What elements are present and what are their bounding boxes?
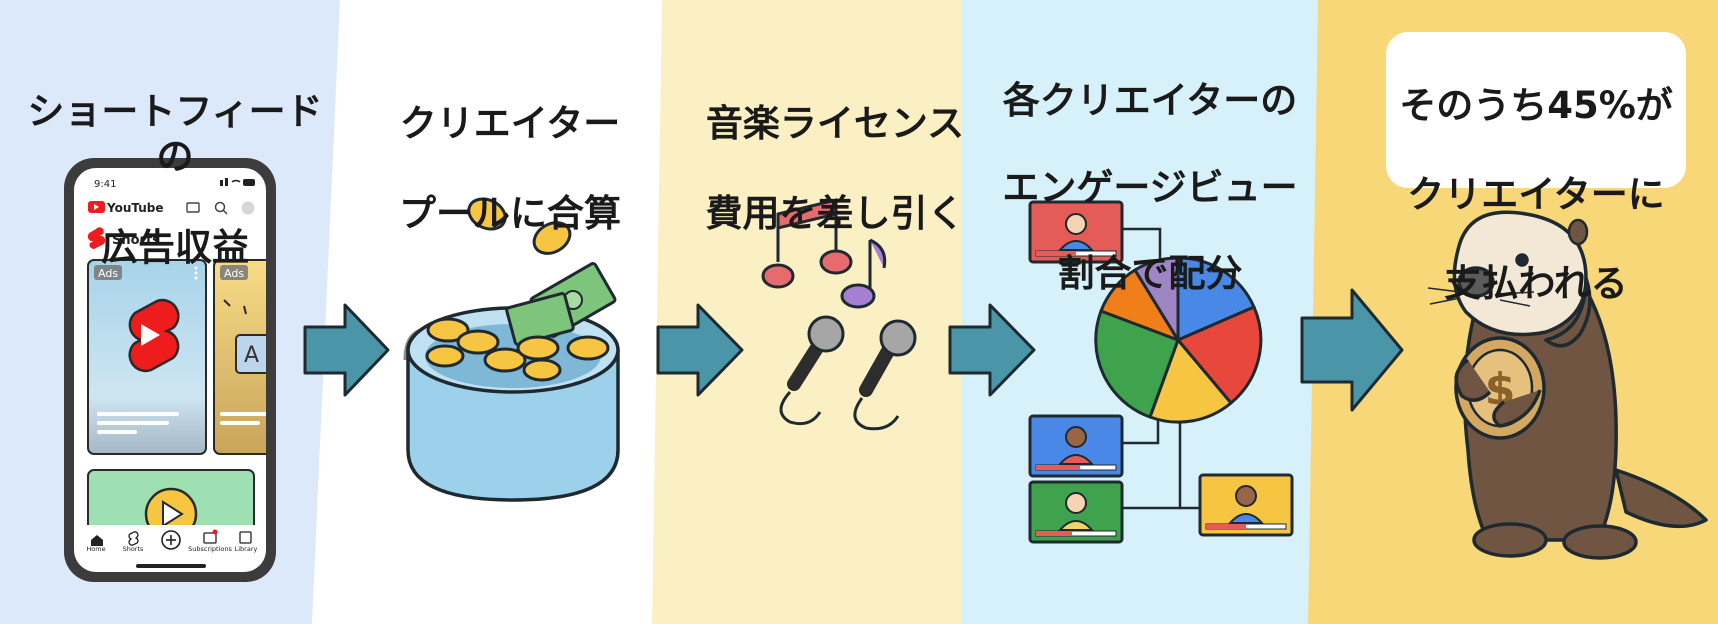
ads-badge-2: Ads	[224, 267, 244, 280]
step-3-title: 音楽ライセンス 費用を差し引く	[675, 56, 995, 282]
step-1-title-line-1: ショートフィードの	[27, 90, 323, 179]
flow-arrows	[303, 288, 1404, 412]
youtube-shorts-logo-icon	[128, 298, 180, 373]
creator-screen-3	[1028, 480, 1124, 544]
step-1-title-line-2: 広告収益	[101, 225, 249, 269]
step-1-title: ショートフィードの 広告収益	[10, 44, 340, 315]
microphone-icon	[779, 315, 845, 426]
creator-screen-1	[1028, 200, 1124, 264]
step-4-title-line-1: 各クリエイターの	[1002, 79, 1298, 123]
nav-label-subscriptions[interactable]: Subscriptions	[188, 545, 232, 553]
shorts-logo-icon	[87, 227, 106, 249]
coin-icon	[425, 197, 610, 382]
microphone-icon-2	[853, 319, 917, 431]
step-4-title-line-3: 割合で配分	[1057, 252, 1243, 296]
app-name: YouTube	[106, 201, 164, 215]
step-2-title-line-1: クリエイター	[399, 102, 621, 146]
music-note-icon-2	[840, 238, 887, 309]
creator-screen-2	[1028, 414, 1124, 478]
home-indicator	[136, 564, 206, 568]
connector-lines	[1122, 227, 1200, 510]
step-5-title: そのうち45%が クリエイターに 支払われる	[1386, 40, 1686, 351]
arrow-4	[1300, 288, 1404, 412]
phone-mockup: 9:41 YouTube Shorts	[64, 158, 294, 582]
creator-screen-4	[1198, 473, 1294, 537]
step-3-title-line-2: 費用を差し引く	[705, 192, 965, 236]
signal-wifi-battery-icon	[220, 178, 255, 186]
step-5-title-line-1: そのうち45%が	[1399, 84, 1673, 128]
callout-box	[1386, 32, 1686, 188]
cast-icon[interactable]	[186, 202, 200, 213]
arrow-2	[656, 303, 744, 397]
step-4-title-line-2: エンゲージビュー	[1002, 165, 1298, 209]
nav-label-home[interactable]: Home	[86, 545, 105, 553]
nav-label-library[interactable]: Library	[235, 545, 258, 553]
nav-shorts-icon[interactable]	[128, 531, 139, 546]
short-card-1[interactable]: Ads	[87, 259, 207, 455]
youtube-logo-icon	[88, 201, 105, 213]
sea-otter-icon: $	[1427, 210, 1708, 560]
short-card-2[interactable]: Ads A	[213, 259, 294, 455]
phone-status-time: 9:41	[94, 179, 116, 190]
arrow-1	[303, 303, 390, 397]
step-5-title-line-3: 支払われる	[1444, 261, 1628, 305]
more-icon[interactable]	[194, 266, 198, 280]
nav-home-icon[interactable]	[91, 535, 103, 546]
creator-pool-pot	[403, 197, 620, 502]
nav-library-icon[interactable]	[239, 531, 252, 544]
ads-badge-1: Ads	[98, 267, 118, 280]
arrow-3	[948, 303, 1036, 397]
step-5-title-line-2: クリエイターに	[1407, 173, 1665, 217]
avatar-icon[interactable]	[241, 201, 255, 215]
card-letter: A	[244, 343, 259, 368]
panel-3-background	[652, 0, 962, 624]
short-card-3[interactable]	[87, 469, 255, 550]
nav-create-icon[interactable]	[161, 530, 181, 550]
search-icon[interactable]	[214, 201, 228, 215]
pie-chart-icon	[1094, 256, 1263, 424]
step-4-title: 各クリエイターの エンゲージビュー 割合で配分	[985, 36, 1315, 339]
step-2-title-line-2: プールに合算	[399, 192, 621, 236]
banknote-icon	[505, 262, 617, 346]
section-label: Shorts	[112, 233, 160, 248]
step-3-title-line-1: 音楽ライセンス	[705, 102, 965, 146]
music-note-icon	[761, 198, 853, 289]
nav-subscriptions-icon[interactable]	[203, 529, 218, 544]
nav-label-shorts[interactable]: Shorts	[123, 545, 144, 553]
step-2-title: クリエイター プールに合算	[360, 56, 660, 282]
